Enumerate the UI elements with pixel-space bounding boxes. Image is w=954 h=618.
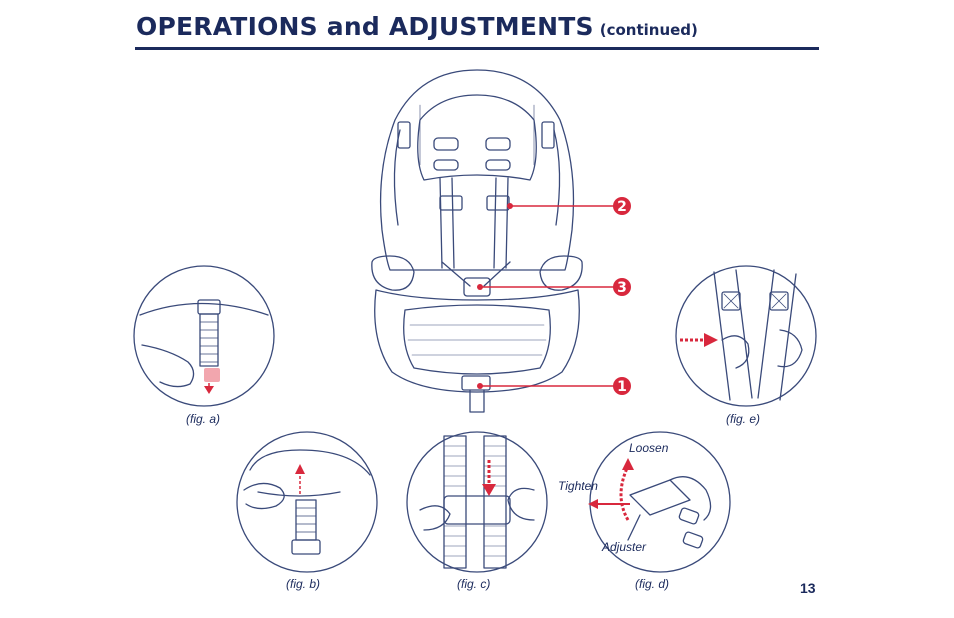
fig-d-loosen-label: Loosen — [629, 441, 669, 455]
car-seat-illustration — [371, 69, 583, 413]
figure-c-illustration — [406, 431, 548, 573]
figure-a-illustration — [133, 265, 275, 407]
title-main: OPERATIONS and ADJUSTMENTS — [136, 12, 594, 41]
fig-d-tighten-label: Tighten — [558, 479, 598, 493]
page-number: 13 — [800, 580, 816, 596]
callout-2-dot — [507, 203, 513, 209]
figure-e-illustration — [675, 265, 817, 407]
callout-1-badge — [613, 377, 631, 395]
figure-b-illustration — [236, 431, 378, 573]
caption-fig-c: (fig. c) — [457, 577, 491, 591]
fig-d-loosen-arrow-head — [622, 458, 634, 470]
caption-fig-e: (fig. e) — [726, 412, 761, 426]
callout-2-number: 2 — [617, 199, 627, 215]
page-title: OPERATIONS and ADJUSTMENTS (continued) — [136, 12, 698, 41]
fig-a-tab — [204, 368, 220, 382]
figure-d-illustration — [589, 431, 731, 573]
callout-3-dot — [477, 284, 483, 290]
title-rule — [135, 47, 819, 50]
title-subtitle: (continued) — [599, 21, 698, 39]
caption-fig-b: (fig. b) — [286, 577, 321, 591]
fig-c-arrow-head — [482, 484, 496, 496]
caption-fig-d: (fig. d) — [635, 577, 670, 591]
fig-d-tighten-arrow-head — [588, 499, 598, 509]
callout-3-badge — [613, 278, 631, 296]
callout-1-dot — [477, 383, 483, 389]
callout-2-badge — [613, 197, 631, 215]
callout-1-number: 1 — [617, 379, 627, 395]
callout-3-number: 3 — [617, 280, 627, 296]
fig-b-arrow-head — [295, 464, 305, 474]
fig-d-adjuster-label: Adjuster — [602, 540, 647, 554]
caption-fig-a: (fig. a) — [186, 412, 221, 426]
fig-e-arrow-head — [704, 333, 718, 347]
fig-a-arrow-head — [204, 386, 214, 394]
